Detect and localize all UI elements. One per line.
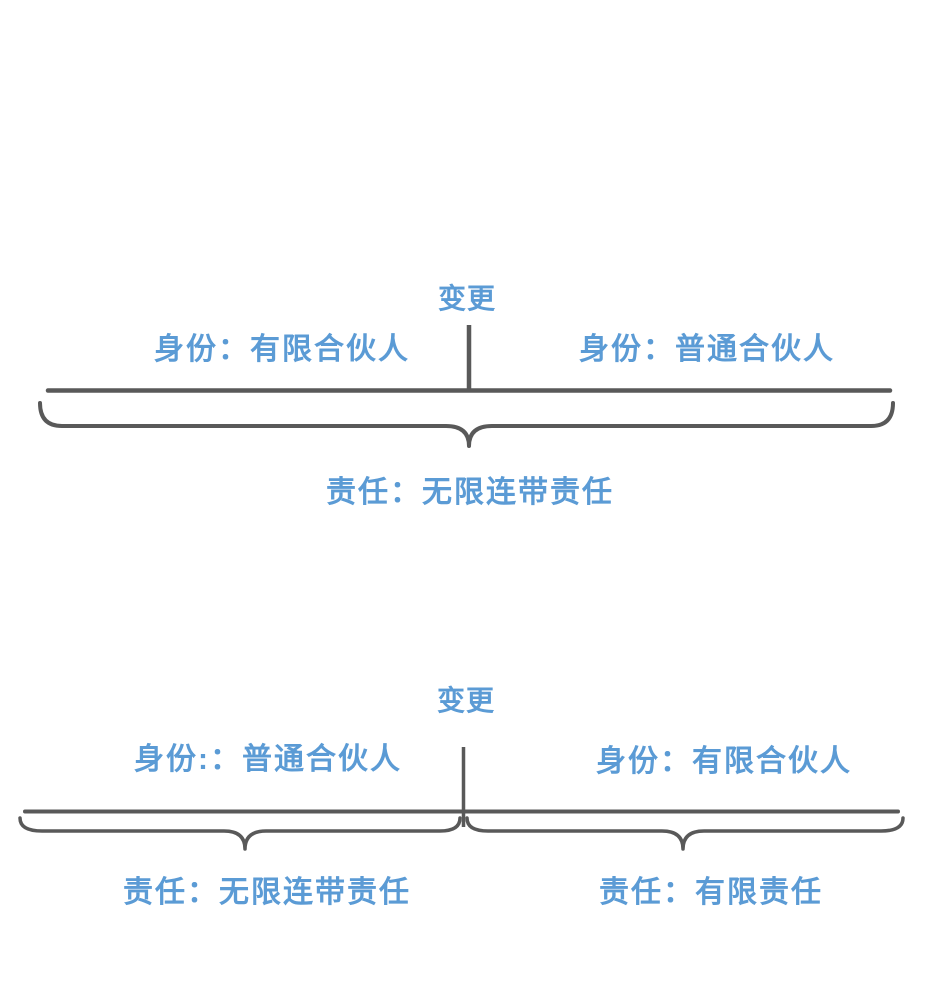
bottom-right-liability-label: 责任：有限责任 — [599, 876, 823, 909]
top-change-title: 变更 — [437, 283, 497, 314]
bottom-right-brace — [465, 816, 905, 851]
bottom-right-identity-label: 身份：有限合伙人 — [596, 745, 852, 778]
bottom-left-identity-label: 身份:：普通合伙人 — [134, 743, 402, 776]
bottom-left-liability-label: 责任：无限连带责任 — [123, 876, 411, 909]
bottom-left-brace — [18, 816, 462, 851]
top-right-identity-label: 身份：普通合伙人 — [579, 333, 835, 366]
bottom-change-title: 变更 — [436, 685, 496, 716]
top-left-identity-label: 身份：有限合伙人 — [154, 333, 410, 366]
top-full-width-brace — [38, 401, 895, 448]
top-liability-label: 责任：无限连带责任 — [326, 476, 614, 509]
